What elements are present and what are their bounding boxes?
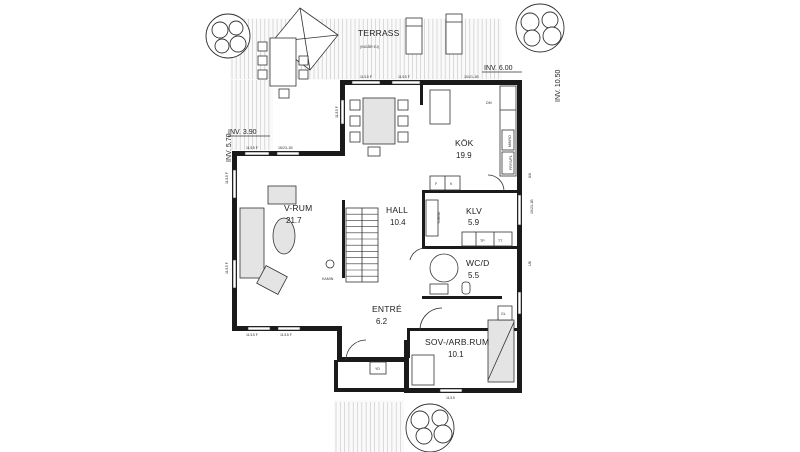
tree-icon [205, 13, 251, 59]
tp-label: TP [480, 239, 485, 243]
klv-area: 5.9 [468, 218, 480, 227]
window-code: 11/15 F [246, 333, 259, 337]
k-label: K [450, 182, 453, 186]
level-inv-1050: INV. 10.50 [555, 69, 562, 102]
terrace-label: TERRASS [358, 28, 400, 38]
kok-area: 19.9 [456, 151, 472, 160]
window-code: 10/23-1B [530, 199, 534, 214]
f-label: F [435, 182, 438, 186]
window-code: 8/8 [528, 173, 532, 178]
entre-label: ENTRÉ [372, 304, 402, 314]
window-code: UB [528, 260, 532, 266]
interior-walls [342, 85, 517, 358]
yd-label: YD [375, 367, 380, 371]
kok-label: KÖK [455, 138, 474, 148]
entrance: YD ENTRÉ 6.2 [345, 304, 443, 375]
sov-area: 10.1 [448, 350, 464, 359]
window-code: 11/15 [446, 396, 455, 400]
window-code: 16/23-1B [278, 146, 293, 150]
wc-room: WC/D 5.5 [409, 247, 489, 295]
window-code: 11/15 F [335, 105, 339, 118]
hall-area: 10.4 [390, 218, 406, 227]
entre-area: 6.2 [376, 317, 388, 326]
tree-icon [405, 403, 455, 452]
window-code: 11/15 F [398, 75, 411, 79]
hall-label: HALL [386, 205, 408, 215]
terrace-note: (INGÅR EJ) [360, 44, 379, 49]
sov-room: GL SOV-/ARB.RUM 10.1 [411, 305, 515, 386]
staircase [345, 207, 379, 283]
window-code: 11/15 F [225, 171, 229, 184]
dm-label: DM [486, 101, 492, 105]
window-code: 11/15 F [360, 75, 373, 79]
windows [232, 80, 522, 393]
gl-label: GL [501, 312, 506, 316]
vrum-area: 21.7 [286, 216, 302, 225]
level-inv-570: INV. 5.70 [226, 133, 233, 162]
tornk-label: TORNK [437, 211, 441, 224]
dining-table-icon [257, 37, 309, 99]
sunbed-icon [405, 13, 463, 55]
window-code: 11/15 F [246, 146, 259, 150]
klv-label: KLV [466, 206, 482, 216]
living-room: KAMIN V-RUM 21.7 [239, 185, 335, 296]
entry-steps [334, 400, 404, 452]
kitchen: DM MIKRO FRYS/PL F K KÖK 19.9 [429, 85, 517, 192]
wcd-area: 5.5 [468, 271, 480, 280]
mikro-label: MIKRO [508, 135, 512, 147]
level-inv-600: INV. 6.00 [484, 65, 513, 72]
level-inv-390: INV. 3.90 [228, 129, 257, 136]
dining-table-icon [349, 97, 409, 157]
window-code: 10/21-1B [464, 75, 479, 79]
fryspl-label: FRYS/PL [509, 155, 513, 170]
vrum-label: V-RUM [284, 203, 312, 213]
tree-icon [515, 3, 565, 53]
wcd-label: WC/D [466, 258, 489, 268]
window-code: 11/15 F [225, 261, 229, 274]
sov-label: SOV-/ARB.RUM [425, 337, 489, 347]
tt-label: TT [498, 239, 503, 243]
kamin-label: KAMIN [322, 277, 334, 281]
window-code: 11/15 F [280, 333, 293, 337]
klv-room: TORNK TP TT KLV 5.9 [425, 199, 513, 247]
